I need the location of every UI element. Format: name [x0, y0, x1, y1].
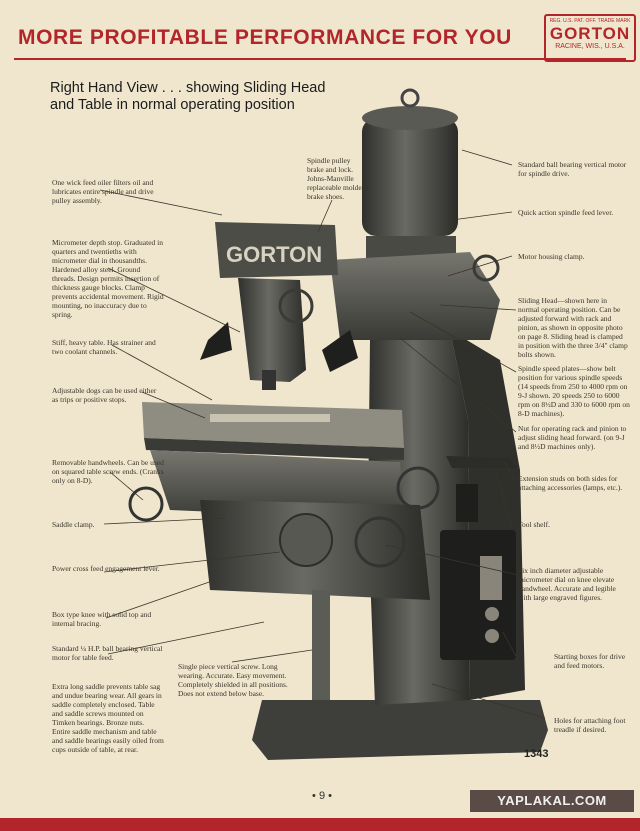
note-long-saddle: Extra long saddle prevents table sag and… [52, 682, 164, 754]
note-holes-treadle: Holes for attaching foot treadle if desi… [554, 716, 626, 734]
logo-location: RACINE, WIS., U.S.A. [555, 43, 625, 50]
vertical-screw [312, 590, 330, 700]
note-speed-plates: Spindle speed plates—show belt position … [518, 364, 630, 418]
tool-shelf [446, 456, 516, 468]
note-nut-rack: Nut for operating rack and pinion to adj… [518, 424, 627, 451]
note-power-cross-feed: Power cross feed engagement lever. [52, 564, 160, 573]
micrometer-dial [279, 513, 333, 567]
site-watermark: YAPLAKAL.COM [470, 790, 634, 812]
view-title-line-2: and Table in normal operating position [50, 97, 295, 113]
note-spindle-brake: Spindle pulley brake and lock. Johns-Man… [307, 156, 366, 201]
note-stiff-table: Stiff, heavy table. Has strainer and two… [52, 338, 156, 356]
note-extension-studs: Extension studs on both sides for attach… [518, 474, 623, 492]
note-removable-handwheels: Removable handwheels. Can be used on squ… [52, 458, 164, 485]
note-ball-bearing-motor: Standard ball bearing vertical motor for… [518, 160, 627, 178]
note-starting-boxes: Starting boxes for drive and feed motors… [554, 652, 626, 670]
view-title: Right Hand View . . . showing Sliding He… [50, 80, 380, 114]
logo-trademark: REG. U.S. PAT. OFF. TRADE MARK [549, 18, 631, 24]
overarm [215, 222, 338, 278]
head-handwheel [278, 288, 314, 324]
knee-handwheel [354, 516, 406, 568]
sliding-head [330, 252, 500, 340]
note-adjustable-dogs: Adjustable dogs can be used either as tr… [52, 386, 157, 404]
work-lamp-left [200, 322, 232, 360]
machine-lettering: GORTON [226, 242, 322, 267]
bottom-band [0, 818, 640, 831]
work-lamp-right [322, 330, 358, 372]
spindle-head [238, 278, 306, 382]
note-saddle-clamp: Saddle clamp. [52, 520, 95, 529]
note-sliding-head: Sliding Head—shown here in normal operat… [518, 296, 628, 359]
view-title-line-1: Right Hand View . . . showing Sliding He… [50, 80, 326, 96]
note-motor-housing: Motor housing clamp. [518, 252, 585, 261]
spindle-motor [362, 118, 458, 236]
logo-brand: GORTON [549, 24, 631, 43]
starting-box [440, 530, 516, 660]
note-micrometer-stop: Micrometer depth stop. Graduated in quar… [52, 238, 164, 319]
saddle-handwheel [396, 466, 440, 510]
plate-number: 1343 [524, 748, 549, 760]
machine-table [142, 402, 404, 448]
page-number: • 9 • [312, 790, 332, 802]
leader-lines [99, 149, 546, 719]
note-tool-shelf: Tool shelf. [518, 520, 550, 529]
note-standard-motor: Standard ¼ H.P. ball bearing vertical mo… [52, 644, 163, 662]
gorton-logo: REG. U.S. PAT. OFF. TRADE MARK GORTON RA… [544, 14, 636, 62]
note-quick-action: Quick action spindle feed lever. [518, 208, 614, 217]
note-six-inch-dial: Six inch diameter adjustable micrometer … [518, 566, 616, 602]
note-wick-feed: One wick feed oiler filters oil and lubr… [52, 178, 154, 205]
header-divider [14, 58, 626, 60]
page-headline: MORE PROFITABLE PERFORMANCE FOR YOU [18, 26, 512, 49]
note-vertical-screw: Single piece vertical screw. Long wearin… [178, 662, 288, 698]
machine-base [252, 700, 548, 760]
note-box-knee: Box type knee with solid top and interna… [52, 610, 152, 628]
table-handwheel-left [128, 486, 164, 522]
